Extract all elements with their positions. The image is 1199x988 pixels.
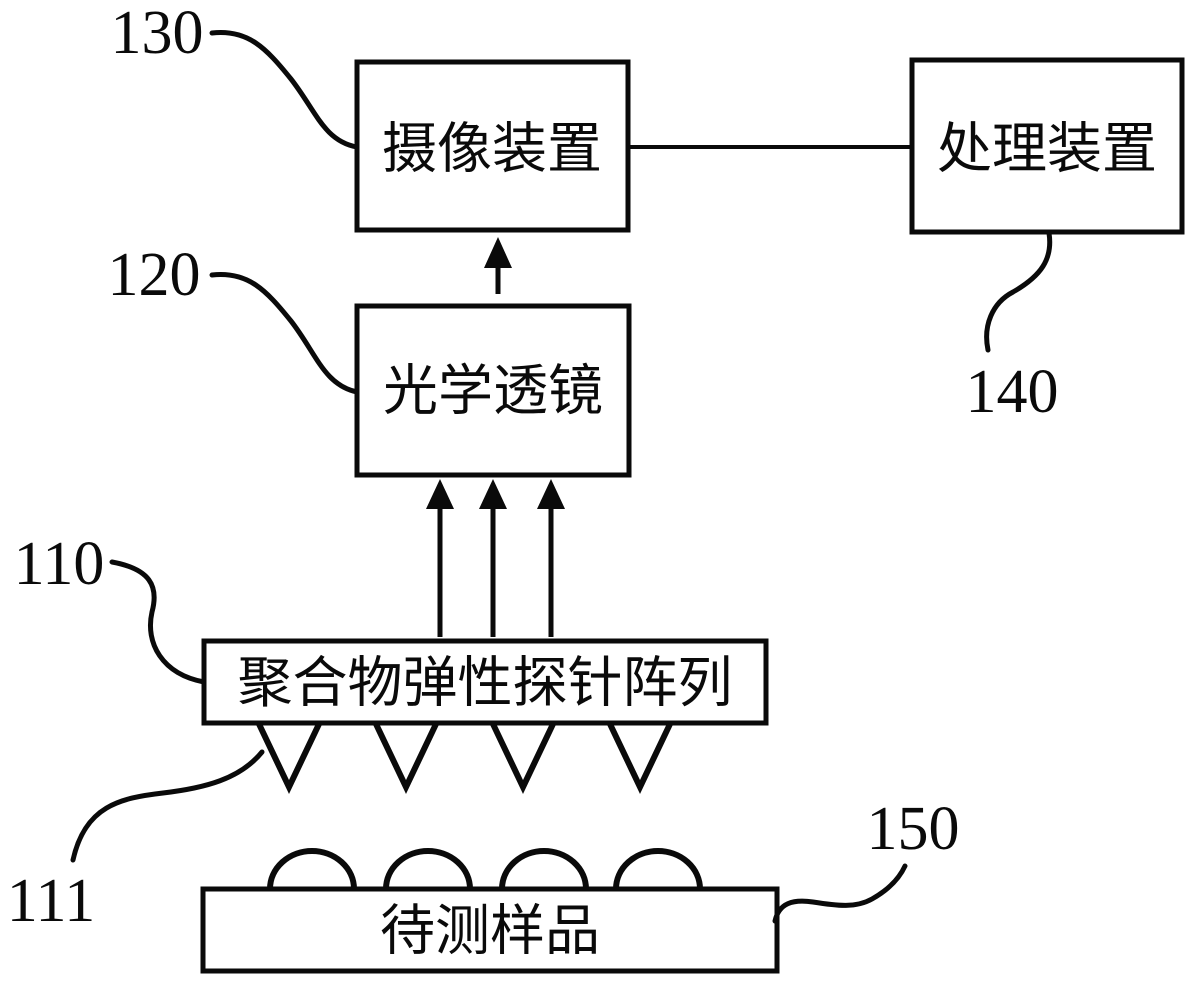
leader-120-to-lens — [209, 271, 360, 395]
processor-box-label: 处理装置 — [937, 119, 1157, 180]
probe-tip-triangle — [256, 722, 322, 794]
probe-tip-triangles — [256, 722, 673, 794]
probe-tip-triangle — [490, 722, 556, 794]
lens-box-label: 光学透镜 — [383, 361, 603, 422]
reference-leaders — [70, 29, 1053, 924]
probe-tip-triangle — [607, 722, 673, 794]
camera-device-box — [354, 59, 631, 233]
ref-label-150: 150 — [867, 795, 960, 863]
leader-111-to-probe-tip — [70, 749, 265, 863]
probe-array-box — [201, 638, 769, 726]
arrow-head-icon — [537, 479, 565, 509]
arrow-head-icon — [484, 237, 512, 268]
leader-140-to-processor — [984, 230, 1053, 353]
arrow-head-icon — [426, 479, 454, 509]
probe-tip-triangle — [373, 722, 439, 794]
sample-bump — [499, 848, 589, 890]
camera-box-label: 摄像装置 — [382, 119, 602, 180]
ref-label-110: 110 — [14, 530, 105, 598]
sample-box-label: 待测样品 — [380, 901, 600, 962]
sample-bump — [383, 848, 473, 890]
optical-lens-box — [354, 303, 632, 478]
arrow-lens-to-camera — [484, 237, 512, 294]
leader-150-to-sample — [772, 863, 908, 924]
sample-bumps — [267, 848, 703, 890]
leader-110-to-probe-array — [109, 559, 207, 685]
ref-label-120: 120 — [108, 241, 201, 309]
sample-box — [200, 886, 780, 974]
ref-label-111: 111 — [7, 867, 95, 935]
probe-array-box-label: 聚合物弹性探针阵列 — [237, 653, 732, 714]
ref-label-130: 130 — [111, 0, 204, 67]
sample-bump — [613, 848, 703, 890]
leader-130-to-camera — [209, 29, 360, 150]
ref-label-140: 140 — [966, 358, 1059, 426]
sample-bump — [267, 848, 357, 890]
processing-device-box — [909, 57, 1185, 235]
arrows-probe-to-lens — [426, 479, 565, 637]
arrow-head-icon — [479, 479, 507, 509]
